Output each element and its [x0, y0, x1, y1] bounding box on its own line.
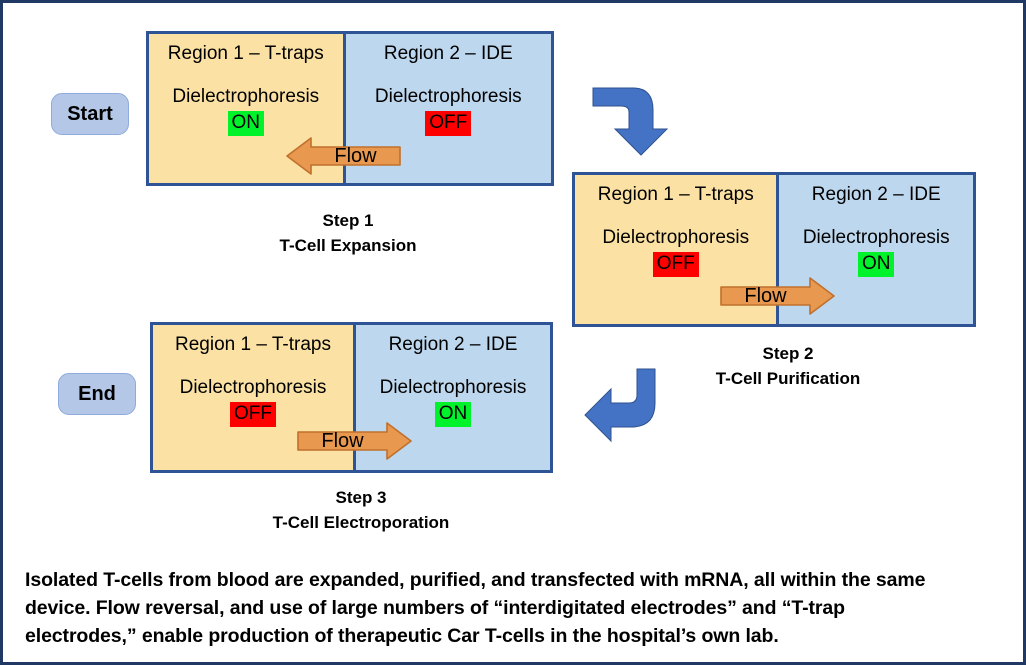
flow-arrow-icon: [297, 422, 412, 460]
flow-arrow-icon: [720, 277, 835, 315]
flow-arrow-right-step2: Flow: [719, 275, 836, 317]
step3-title: Step 3: [335, 488, 387, 507]
step1-subtitle: T-Cell Expansion: [279, 236, 417, 255]
flow-arrow-right-step3: Flow: [296, 420, 413, 462]
flow-label: Flow: [334, 144, 377, 167]
start-marker: Start: [51, 93, 129, 135]
dielectrophoresis-label: Dielectrophoresis: [379, 377, 527, 398]
connector-step2-to-step3: [559, 351, 659, 443]
summary-caption: Isolated T-cells from blood are expanded…: [25, 566, 1015, 650]
step3-subtitle: T-Cell Electroporation: [272, 513, 450, 532]
flow-label: Flow: [744, 284, 787, 307]
dielectrophoresis-label: Dielectrophoresis: [179, 377, 327, 398]
flow-label: Flow: [321, 429, 364, 452]
caption-line-2: device. Flow reversal, and use of large …: [25, 597, 845, 619]
region-title: Region 2 – IDE: [811, 184, 941, 205]
caption-line-3: electrodes,” enable production of therap…: [25, 625, 779, 647]
state-badge-on: ON: [857, 252, 895, 277]
end-marker: End: [58, 373, 136, 415]
flow-arrow-left-step1: Flow: [285, 136, 402, 176]
bent-arrow-left-icon: [584, 368, 656, 443]
step2-title: Step 2: [762, 344, 814, 363]
step1-title: Step 1: [322, 211, 374, 230]
region-title: Region 1 – T-traps: [167, 43, 324, 64]
dielectrophoresis-label: Dielectrophoresis: [802, 227, 950, 248]
region-title: Region 2 – IDE: [383, 43, 513, 64]
bent-arrow-down-icon: [592, 87, 669, 156]
state-badge-on: ON: [227, 111, 265, 136]
connector-step1-to-step2: [591, 69, 687, 157]
dielectrophoresis-label: Dielectrophoresis: [172, 86, 320, 107]
caption-line-1: Isolated T-cells from blood are expanded…: [25, 569, 926, 591]
step2-caption: Step 2 T-Cell Purification: [663, 341, 913, 391]
end-label: End: [78, 382, 116, 405]
state-badge-off: OFF: [425, 111, 472, 136]
start-label: Start: [67, 102, 113, 125]
region-title: Region 1 – T-traps: [175, 334, 331, 355]
region-title: Region 1 – T-traps: [597, 184, 754, 205]
step2-subtitle: T-Cell Purification: [715, 369, 861, 388]
state-badge-on: ON: [434, 402, 472, 427]
step3-caption: Step 3 T-Cell Electroporation: [241, 485, 481, 535]
region-title: Region 2 – IDE: [388, 334, 518, 355]
state-badge-off: OFF: [652, 252, 699, 277]
step1-caption: Step 1 T-Cell Expansion: [233, 208, 463, 258]
dielectrophoresis-label: Dielectrophoresis: [374, 86, 522, 107]
dielectrophoresis-label: Dielectrophoresis: [602, 227, 750, 248]
flow-arrow-icon: [286, 137, 401, 175]
state-badge-off: OFF: [230, 402, 276, 427]
